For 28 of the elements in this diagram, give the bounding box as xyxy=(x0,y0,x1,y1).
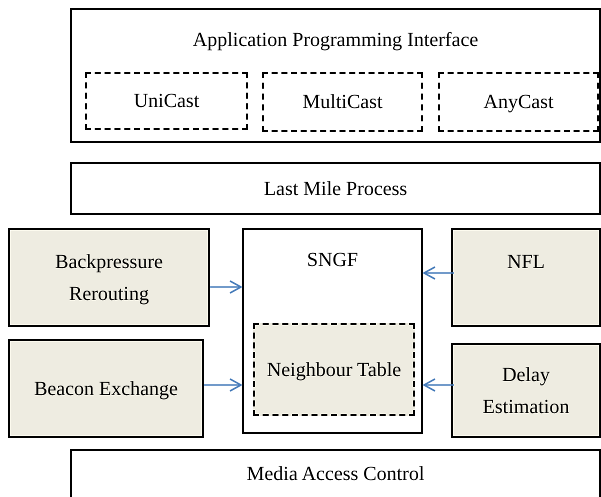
table-box xyxy=(253,323,415,416)
node-label: Media Access Control xyxy=(246,462,426,487)
node-label: UniCast xyxy=(132,89,200,114)
node-label: SNGF xyxy=(306,248,360,273)
node-label: AnyCast xyxy=(482,90,554,115)
module-box xyxy=(85,72,248,130)
arrow xyxy=(210,280,242,294)
node-label: Neighbour Table xyxy=(266,358,402,382)
module-box xyxy=(262,72,423,132)
process-box xyxy=(8,339,204,438)
node-label: MultiCast xyxy=(301,90,384,115)
node-label: NFL xyxy=(506,250,546,275)
layer-box xyxy=(70,449,601,497)
process-box xyxy=(8,228,210,327)
process-box xyxy=(451,228,601,327)
node-label: Application Programming Interface xyxy=(192,28,480,53)
node-label: Last Mile Process xyxy=(262,176,408,202)
layer-box xyxy=(70,162,601,215)
node-label: Backpressure Rerouting xyxy=(54,250,164,306)
process-box xyxy=(451,343,601,438)
process-box xyxy=(242,228,423,434)
module-box xyxy=(438,72,599,132)
layer-box xyxy=(70,8,601,143)
node-label: Beacon Exchange xyxy=(33,376,179,402)
node-label: Delay Estimation xyxy=(482,362,570,420)
arrow xyxy=(423,266,454,280)
arrow xyxy=(204,378,242,392)
arrow xyxy=(423,378,454,392)
